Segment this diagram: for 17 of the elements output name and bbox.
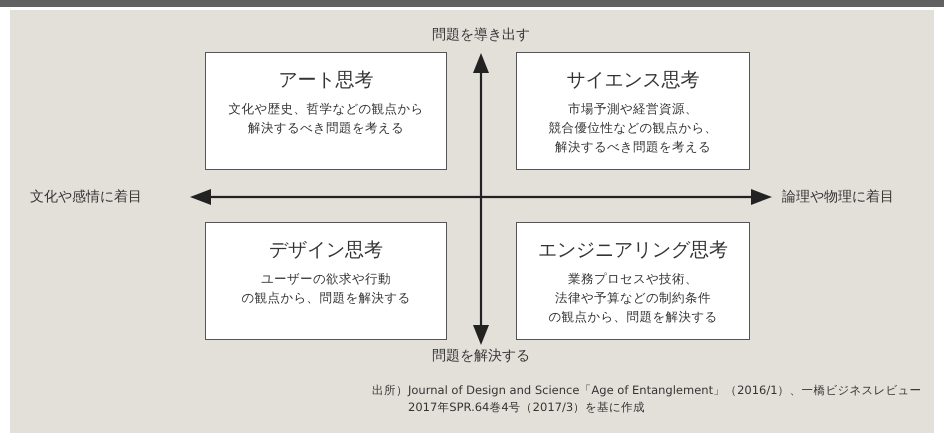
quadrant-box (205, 52, 447, 170)
box-description: 文化や歴史、哲学などの観点から解決するべき問題を考える (228, 100, 424, 137)
box-description: 業務プロセスや技術、法律や予算などの制約条件の観点から、問題を解決する (548, 270, 718, 326)
box-description: 市場予測や経営資源、競合優位性などの観点から、解決するべき問題を考える (548, 100, 718, 156)
box-heading: デザイン思考 (268, 238, 384, 263)
quadrant-box (516, 52, 750, 170)
box-description: ユーザーの欲求や行動の観点から、問題を解決する (240, 270, 412, 307)
source-note: 出所）Journal of Design and Science「Age of Entanglement」（2016/1）、一橋ビジネスレビュー 2017年SPR.64巻4号（2017/3）を基に作成 (372, 382, 923, 416)
box-heading: サイエンス思考 (566, 68, 700, 93)
axis-label: 論理や物理に着目 (782, 188, 894, 206)
axis-label: 文化や感情に着目 (30, 188, 142, 206)
axis-label: 問題を導き出す (432, 26, 530, 44)
axis-label: 問題を解決する (432, 347, 530, 365)
quadrant-box (205, 222, 447, 340)
box-heading: エンジニアリング思考 (537, 238, 729, 263)
quadrant-box (516, 222, 750, 340)
box-heading: アート思考 (278, 68, 374, 93)
